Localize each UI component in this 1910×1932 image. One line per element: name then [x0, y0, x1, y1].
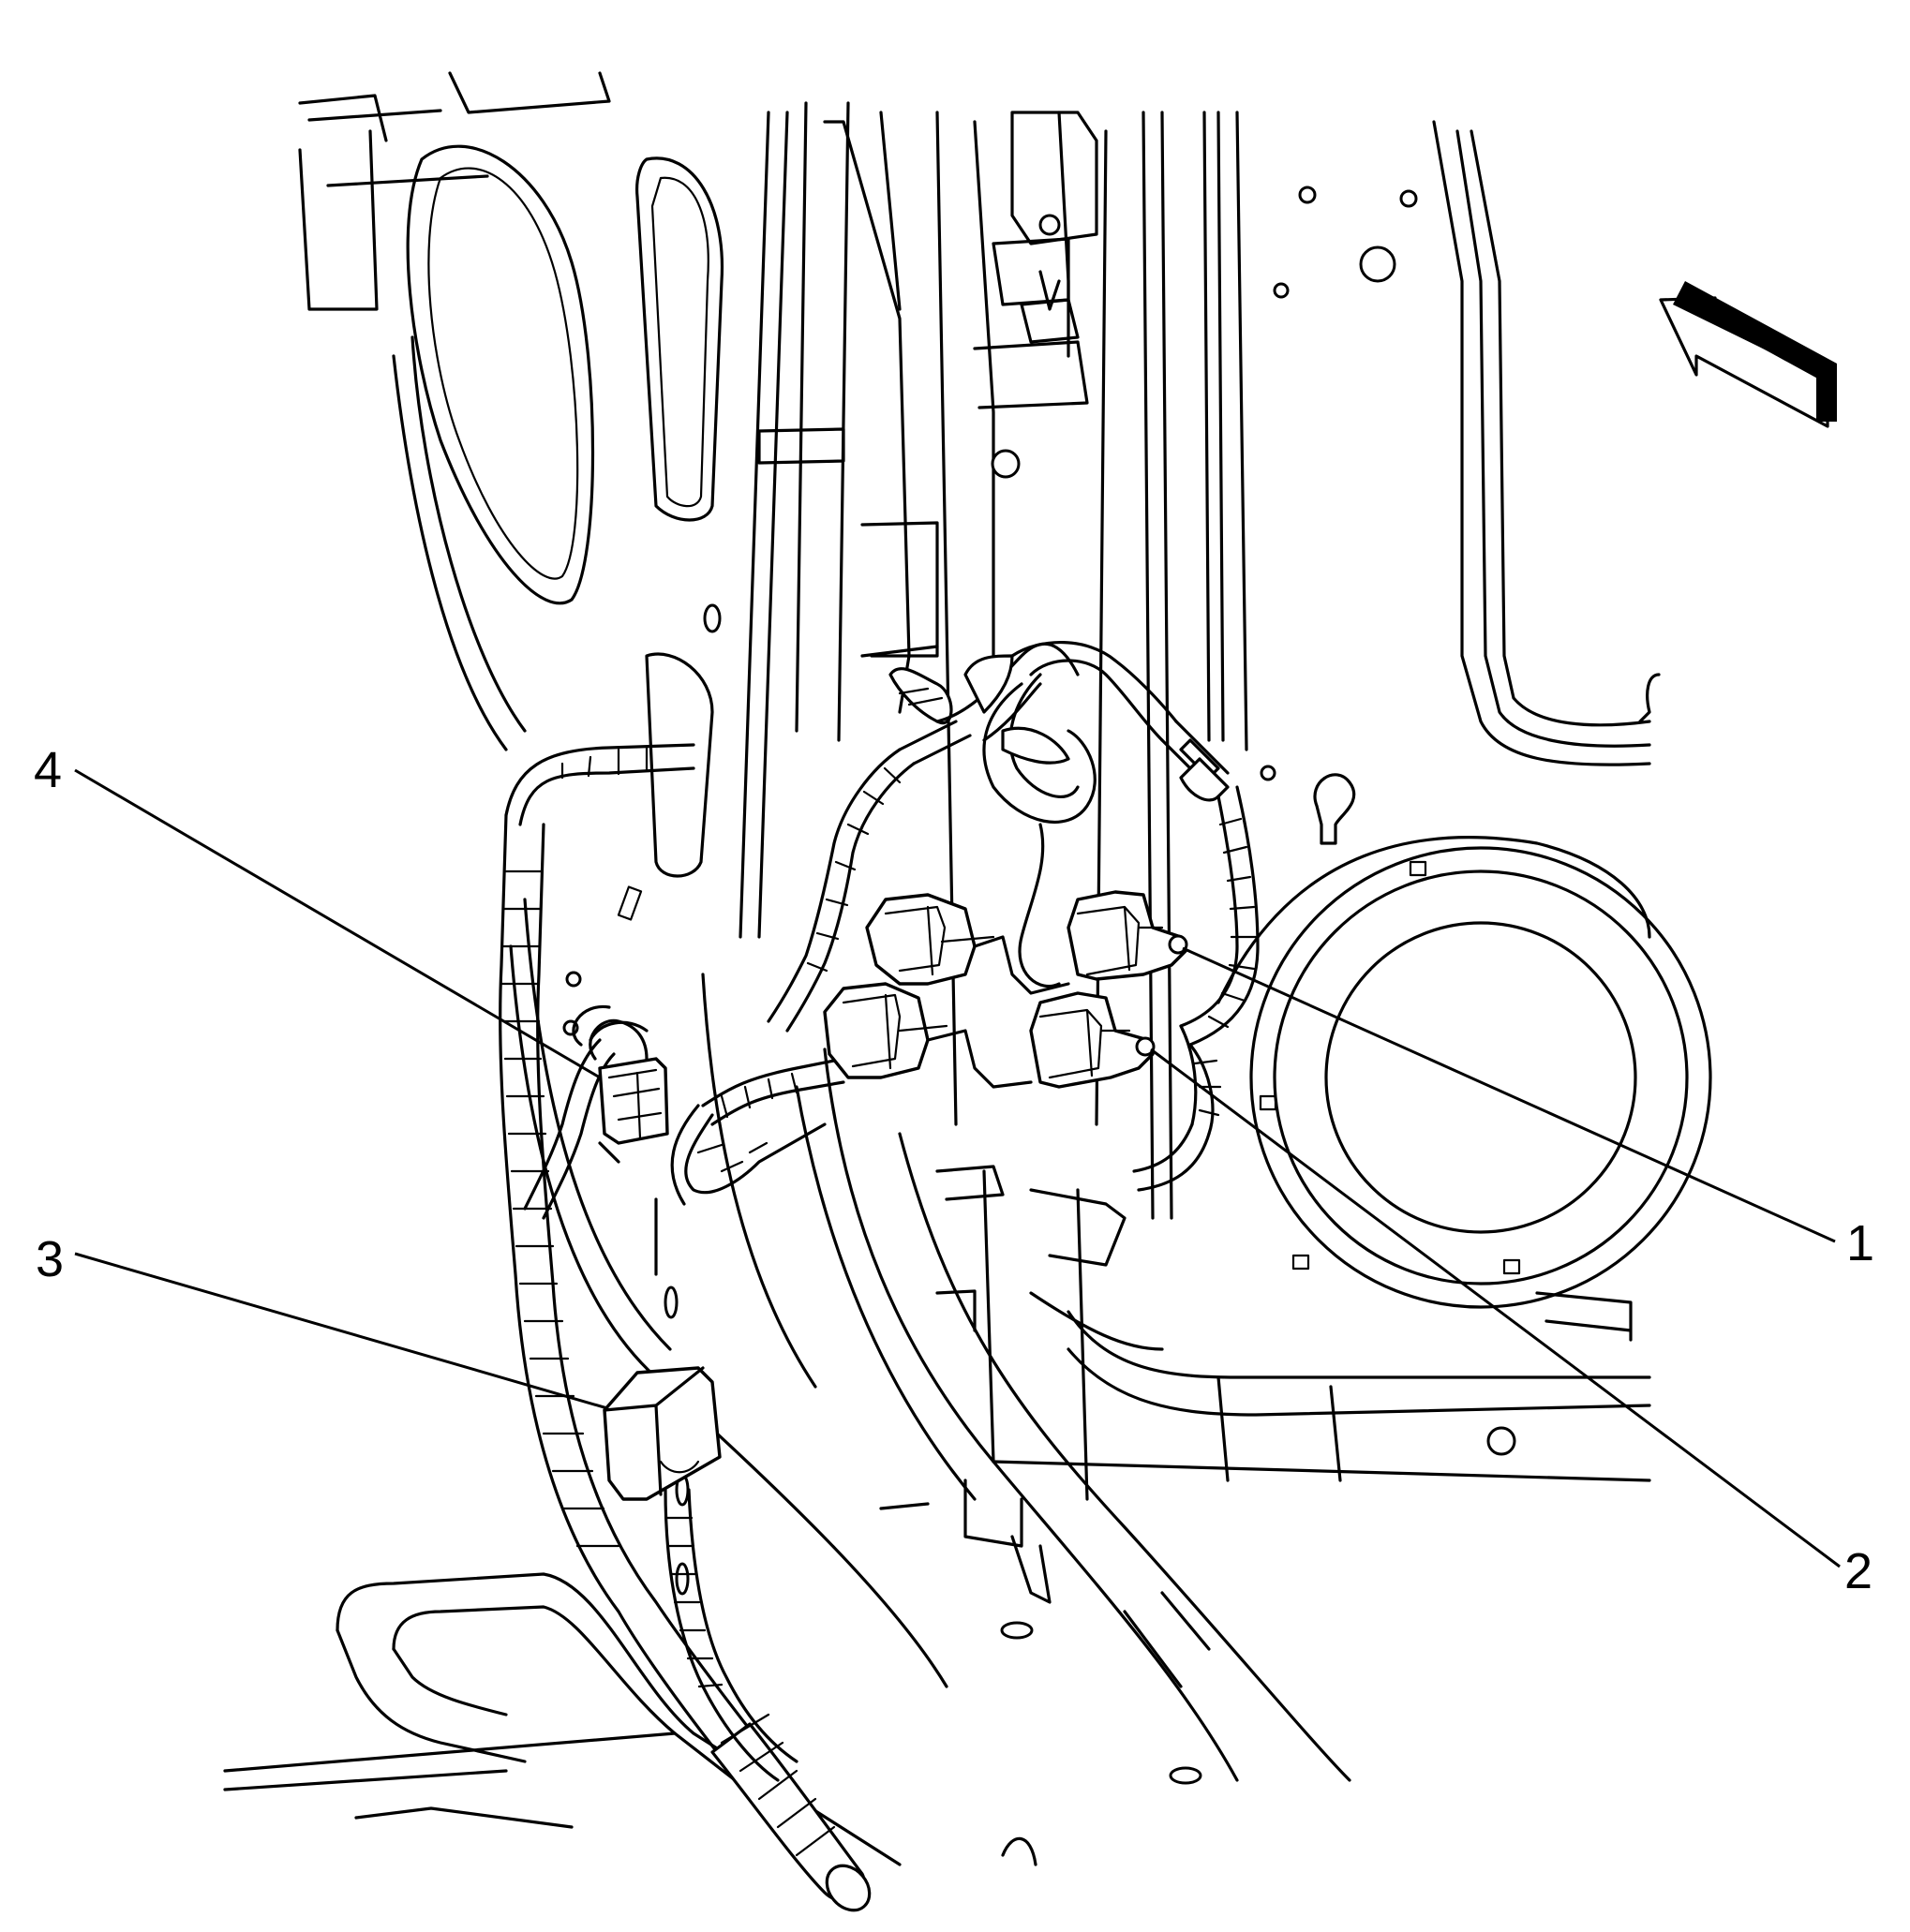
leader-line-1	[1182, 946, 1836, 1243]
connector-pair-upper	[865, 890, 1188, 995]
right-body-panel	[992, 120, 1712, 1482]
left-pillar-panel	[298, 71, 948, 1688]
wiring-harness	[499, 641, 1260, 1912]
leader-line-4	[74, 768, 601, 1079]
callout-3: 3	[36, 1231, 64, 1287]
connector-pair-lower	[823, 982, 1156, 1089]
leader-line-2	[1150, 1048, 1841, 1568]
connector-4	[598, 1057, 669, 1145]
connector-3	[603, 1366, 722, 1501]
callout-2: 2	[1844, 1543, 1873, 1599]
callout-1: 1	[1846, 1215, 1874, 1271]
callout-4: 4	[34, 742, 62, 798]
leader-line-3	[74, 1252, 608, 1410]
lower-sill	[223, 1048, 1351, 1866]
leader-lines	[74, 768, 1841, 1568]
arrow-forward-icon	[1659, 281, 1837, 428]
